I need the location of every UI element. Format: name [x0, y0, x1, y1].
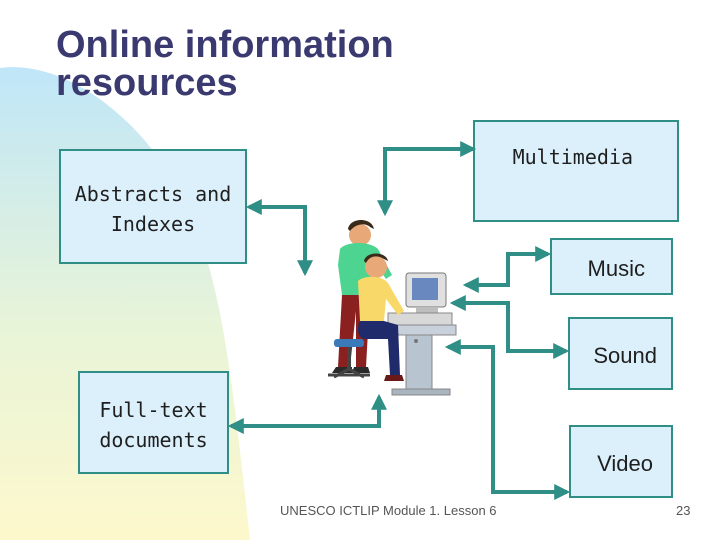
slide-footer: UNESCO ICTLIP Module 1. Lesson 6: [280, 503, 497, 518]
arrow-sound: [449, 295, 570, 359]
fulltext-documents-box: Full-text documents: [78, 371, 229, 474]
arrow-video: [444, 339, 571, 500]
man-head: [365, 256, 387, 278]
music-label: Music: [587, 256, 645, 281]
abstracts-indexes-label: Abstracts and Indexes: [74, 182, 232, 236]
slide-title-line1: Online information: [56, 24, 394, 66]
page-number: 23: [676, 503, 691, 518]
fulltext-documents-label: Full-text documents: [99, 398, 208, 452]
slide-title-line2: resources: [56, 62, 238, 104]
music-box: Music: [550, 238, 673, 295]
arrow-multimedia: [377, 141, 477, 217]
arrow-music: [462, 246, 552, 293]
sound-label: Sound: [593, 343, 657, 368]
man-shirt: [358, 276, 404, 321]
man-trousers: [358, 321, 400, 375]
multimedia-label: Multimedia: [512, 145, 633, 169]
multimedia-box: Multimedia: [473, 120, 679, 222]
office-chair: [334, 339, 364, 347]
sound-box: Sound: [568, 317, 673, 390]
video-label: Video: [597, 451, 653, 476]
slide-title: Online information resources: [56, 26, 394, 102]
arrow-abstracts: [245, 199, 313, 277]
video-box: Video: [569, 425, 673, 498]
abstracts-indexes-box: Abstracts and Indexes: [59, 149, 247, 264]
woman-head: [349, 224, 371, 246]
arrow-fulltext: [227, 393, 387, 434]
desk-pedestal: [405, 334, 433, 392]
